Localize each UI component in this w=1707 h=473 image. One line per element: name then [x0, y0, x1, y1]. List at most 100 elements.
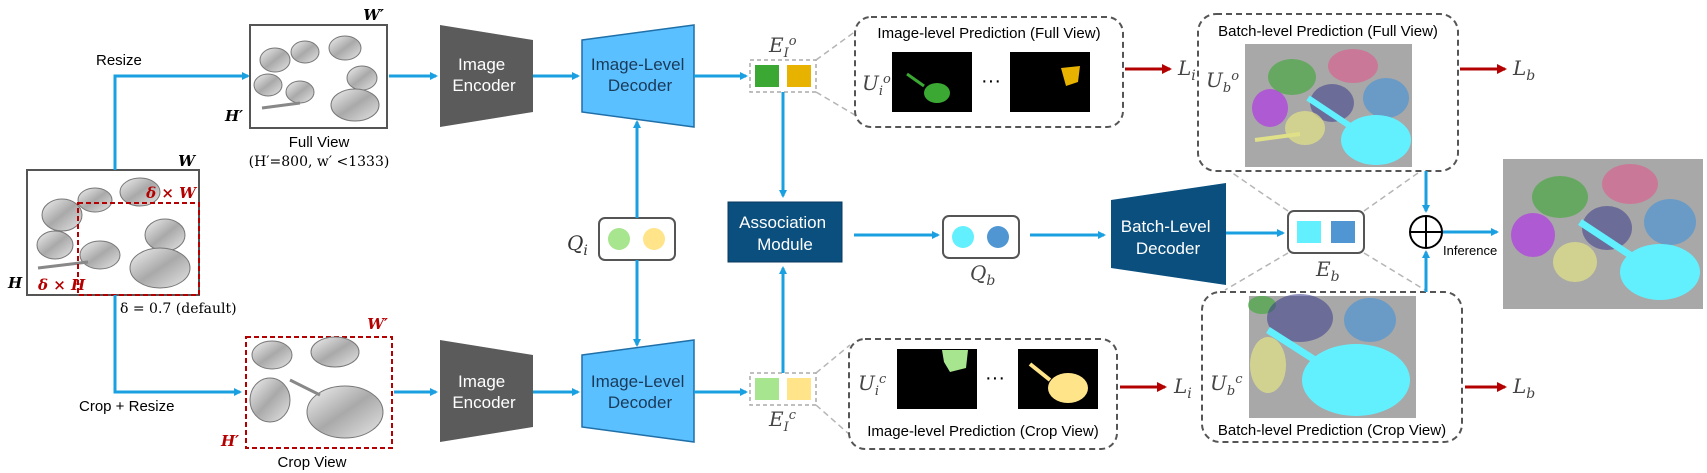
mask-blob-blue [1644, 199, 1696, 245]
batch-pred-full-label: Batch-level Prediction (Full View) [1218, 23, 1438, 40]
batch-level-prediction-full: Batch-level Prediction (Full View) Ubo [1197, 13, 1459, 172]
mask-handle-yellow [1254, 132, 1301, 142]
resize-label: Resize [96, 52, 142, 69]
embed-yellow-light [787, 378, 811, 400]
input-image [26, 169, 200, 296]
encoder-bottom-line1: Image [458, 372, 505, 391]
mask-blob-cyan [1620, 244, 1700, 300]
full-view-image [249, 24, 388, 129]
fusion-plus-icon [1409, 215, 1443, 249]
L-i-bottom: Li [1173, 374, 1192, 402]
dim-delta-W: δ × W [145, 184, 198, 202]
crop-region [77, 202, 200, 296]
svg-text:Image Encoder: Image Encoder [452, 55, 516, 95]
pots-icon [249, 336, 384, 439]
dim-delta-H: δ × H [37, 276, 86, 294]
ellipsis-crop: ··· [985, 367, 1005, 389]
Q-b-symbol: Qb [970, 261, 995, 289]
connector-line [815, 27, 861, 61]
dim-W-prime-full: W′ [363, 6, 384, 24]
mask-blob-green [1248, 296, 1276, 314]
decoder-bottom-line2: Decoder [608, 393, 673, 412]
svg-text:Image-Level Decoder: Image-Level Decoder [591, 372, 689, 412]
mask-blob-pink [1602, 164, 1658, 204]
embed-gold [787, 65, 811, 87]
batch-decoder-line1: Batch-Level [1121, 217, 1211, 236]
mask-handle-cyan [1266, 327, 1320, 365]
connector-line [815, 344, 851, 374]
L-b-bottom: Lb [1512, 374, 1535, 402]
connector-line [1224, 252, 1289, 291]
dim-W: W [178, 152, 197, 170]
mask-blob-navy [1582, 206, 1632, 250]
ladle-handle [906, 72, 925, 88]
query-circle-yellow [643, 228, 665, 250]
final-output-image [1503, 159, 1703, 309]
query-circle-cyan [952, 226, 974, 248]
embed-green [755, 65, 779, 87]
image-level-decoder-bottom: Image-Level Decoder [581, 339, 695, 443]
connector-line [1224, 167, 1289, 212]
encoder-top-line2: Encoder [452, 76, 516, 95]
embed-green-light [755, 378, 779, 400]
connector-line [815, 404, 851, 436]
connector-line [815, 91, 861, 119]
pot-mask-green [942, 350, 968, 372]
mask-blob-yellow [1250, 337, 1286, 393]
arrow-resize [113, 72, 250, 170]
svg-text:Image-Level Decoder: Image-Level Decoder [591, 55, 689, 95]
U-bc-symbol: Ubc [1210, 371, 1243, 399]
dim-H-prime-crop: H′ [220, 432, 239, 450]
image-encoder-bottom: Image Encoder [440, 340, 533, 442]
mask-blob-blue [1363, 78, 1409, 118]
pots-icon [36, 177, 191, 289]
U-io-symbol: Uio [862, 71, 891, 99]
U-ic-symbol: Uic [858, 371, 887, 399]
image-level-prediction-crop: Uic ··· Image-level Prediction (Crop Vie… [848, 338, 1118, 450]
ladle-mask-green [924, 83, 950, 103]
E-b-symbol: Eb [1315, 257, 1340, 285]
dim-H-prime-full: H′ [224, 107, 243, 125]
image-encoder-top: Image Encoder [440, 25, 533, 127]
image-level-decoder-top: Image-Level Decoder [581, 24, 695, 128]
dim-W-prime-crop: W′ [367, 315, 388, 333]
decoder-bottom-line1: Image-Level [591, 372, 685, 391]
crop-resize-label: Crop + Resize [79, 398, 174, 415]
encoder-top-line1: Image [458, 55, 505, 74]
mask-blob-purple [1511, 213, 1555, 257]
Q-i-symbol: Qi [567, 231, 588, 259]
full-view-dims: (H′=800, w′ <1333) [249, 154, 390, 170]
mask-blob-pink [1328, 49, 1378, 83]
mask-blob-yellow [1553, 242, 1597, 282]
crop-view-label: Crop View [278, 454, 347, 471]
mask-blob-blue [1344, 298, 1396, 342]
mask-blob-green [1268, 59, 1316, 95]
query-circle-blue [987, 226, 1009, 248]
E-Io-symbol: EIo [768, 33, 797, 61]
mask-handle-cyan [1306, 95, 1352, 129]
batch-level-prediction-crop: Ubc Batch-level Prediction (Crop View) [1201, 291, 1463, 443]
inference-label: Inference [1443, 243, 1497, 258]
arrow-crop-resize [113, 295, 242, 396]
pot-mask-gold [1061, 66, 1080, 86]
mask-blob-green [1532, 176, 1588, 218]
pots-icon [253, 35, 380, 122]
svg-text:Batch-Level Decoder: Batch-Level Decoder [1121, 217, 1216, 258]
association-module: Association Module [727, 201, 843, 263]
delta-default-label: δ = 0.7 (default) [120, 301, 237, 317]
association-line2: Module [757, 235, 813, 254]
mask-blob-navy [1267, 294, 1333, 342]
img-pred-full-label: Image-level Prediction (Full View) [877, 25, 1100, 42]
batch-decoder-line2: Decoder [1136, 239, 1201, 258]
embed-blue [1331, 221, 1355, 243]
mask-blob-purple [1252, 89, 1288, 127]
U-bo-symbol: Ubo [1206, 68, 1239, 96]
full-view-label: Full View [289, 134, 350, 151]
mask-blob-cyan [1302, 344, 1410, 416]
batch-pred-crop-label: Batch-level Prediction (Crop View) [1218, 422, 1446, 439]
connector-line [1363, 252, 1426, 291]
svg-text:Association Module: Association Module [739, 213, 831, 254]
mask-blob-navy [1310, 84, 1354, 122]
mask-blob-cyan [1341, 115, 1411, 165]
